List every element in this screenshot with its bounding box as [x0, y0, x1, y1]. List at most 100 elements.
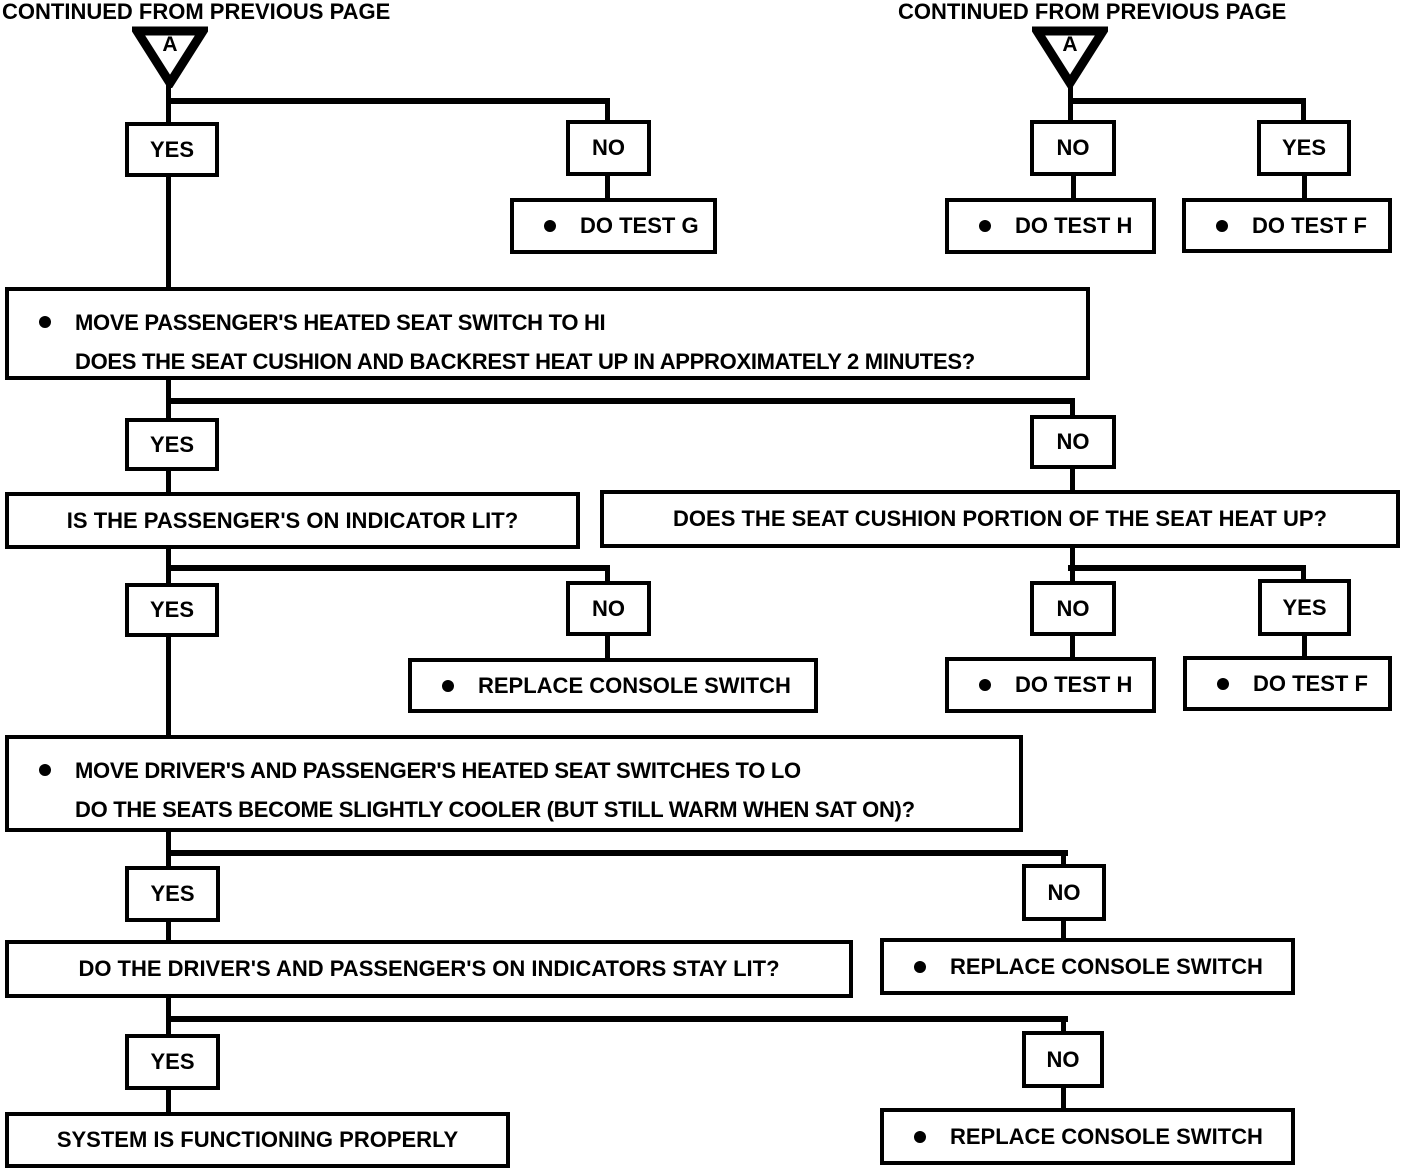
connector-line — [166, 380, 171, 398]
connector-line — [166, 104, 171, 122]
connector-line — [1301, 104, 1306, 120]
connector-line — [605, 636, 610, 658]
connector-line — [1068, 104, 1073, 120]
connector-line — [1068, 565, 1306, 571]
bullet-icon — [914, 960, 926, 973]
branch-no: NO — [1030, 120, 1116, 176]
branch-no: NO — [566, 581, 651, 636]
branch-yes: YES — [1257, 120, 1351, 176]
branch-label: NO — [1046, 1046, 1080, 1072]
branch-label: YES — [150, 881, 195, 906]
connector-line — [166, 398, 1075, 404]
connector-line — [1061, 921, 1066, 938]
step-line: DOES THE SEAT CUSHION AND BACKREST HEAT … — [75, 349, 975, 374]
branch-label: NO — [1056, 135, 1090, 160]
marker-letter-right: A — [1062, 33, 1078, 56]
connector-line — [1070, 469, 1075, 490]
bullet-icon — [544, 220, 556, 232]
connector-line — [166, 404, 171, 418]
outcome-label: DO TEST F — [1253, 670, 1368, 696]
question-seat-cushion-heat: DOES THE SEAT CUSHION PORTION OF THE SEA… — [600, 490, 1400, 548]
branch-no: NO — [1030, 581, 1116, 636]
connector-line — [166, 1090, 171, 1112]
connector-line — [166, 832, 171, 850]
branch-yes: YES — [125, 418, 219, 471]
connector-line — [166, 998, 171, 1016]
question-label: DO THE DRIVER'S AND PASSENGER'S ON INDIC… — [78, 956, 780, 981]
outcome-do-test-h: DO TEST H — [945, 198, 1156, 254]
continuation-label-left: CONTINUED FROM PREVIOUS PAGE — [2, 0, 391, 24]
outcome-replace-console-switch: REPLACE CONSOLE SWITCH — [880, 1108, 1295, 1165]
branch-label: YES — [1281, 135, 1327, 160]
triangle-icon — [1032, 26, 1108, 88]
connector-line — [605, 176, 610, 198]
question-label: DOES THE SEAT CUSHION PORTION OF THE SEA… — [673, 506, 1327, 531]
connector-line — [1061, 1088, 1066, 1108]
continuation-marker-right: A — [1032, 26, 1108, 88]
connector-line — [1068, 98, 1306, 104]
connector-line — [605, 104, 610, 120]
outcome-label: SYSTEM IS FUNCTIONING PROPERLY — [56, 1127, 459, 1152]
connector-line — [166, 78, 171, 104]
continuation-marker-left: A — [132, 26, 208, 88]
bullet-icon — [979, 679, 991, 691]
branch-label: YES — [150, 1049, 195, 1074]
outcome-do-test-f: DO TEST F — [1183, 656, 1392, 711]
connector-line — [166, 549, 171, 565]
branch-yes: YES — [125, 1034, 220, 1090]
connector-line — [166, 571, 171, 583]
connector-line — [1070, 404, 1075, 415]
connector-line — [1302, 636, 1307, 656]
branch-label: NO — [1056, 595, 1090, 621]
outcome-label: DO TEST H — [1015, 213, 1133, 238]
connector-line — [166, 922, 171, 940]
connector-line — [166, 98, 610, 104]
branch-label: YES — [149, 597, 195, 622]
outcome-replace-console-switch: REPLACE CONSOLE SWITCH — [880, 938, 1295, 995]
bullet-icon — [1217, 677, 1229, 690]
step-line: MOVE PASSENGER'S HEATED SEAT SWITCH TO H… — [75, 310, 606, 335]
question-label: IS THE PASSENGER'S ON INDICATOR LIT? — [66, 507, 519, 533]
connector-line — [166, 471, 171, 492]
bullet-icon — [442, 679, 454, 692]
outcome-do-test-h: DO TEST H — [945, 657, 1156, 713]
connector-line — [1070, 548, 1075, 565]
marker-letter-left: A — [162, 33, 178, 56]
connector-line — [1302, 176, 1307, 198]
connector-line — [166, 565, 610, 571]
connector-line — [166, 850, 1068, 856]
branch-no: NO — [566, 120, 651, 176]
outcome-label: REPLACE CONSOLE SWITCH — [950, 953, 1263, 979]
connector-line — [1070, 571, 1075, 581]
connector-line — [1068, 78, 1073, 104]
connector-line — [1071, 176, 1076, 198]
step-move-passenger-hi: MOVE PASSENGER'S HEATED SEAT SWITCH TO H… — [5, 287, 1090, 380]
step-line: DO THE SEATS BECOME SLIGHTLY COOLER (BUT… — [75, 797, 915, 822]
branch-yes: YES — [125, 583, 219, 637]
connector-line — [1061, 1022, 1066, 1031]
outcome-label: REPLACE CONSOLE SWITCH — [950, 1123, 1263, 1149]
outcome-do-test-f: DO TEST F — [1182, 198, 1392, 253]
bullet-icon — [979, 220, 991, 232]
step-line: MOVE DRIVER'S AND PASSENGER'S HEATED SEA… — [75, 758, 801, 783]
connector-line — [166, 856, 171, 866]
connector-line — [605, 571, 610, 581]
bullet-icon — [914, 1130, 926, 1143]
branch-label: YES — [1282, 594, 1327, 620]
branch-yes: YES — [125, 866, 220, 922]
step-move-switches-lo: MOVE DRIVER'S AND PASSENGER'S HEATED SEA… — [5, 735, 1023, 832]
connector-line — [166, 177, 171, 287]
branch-label: NO — [1047, 879, 1081, 905]
branch-no: NO — [1022, 1031, 1104, 1088]
bullet-icon — [39, 764, 51, 776]
question-indicators-stay-lit: DO THE DRIVER'S AND PASSENGER'S ON INDIC… — [5, 940, 853, 998]
branch-label: NO — [592, 595, 625, 621]
branch-label: YES — [149, 136, 195, 162]
outcome-label: DO TEST G — [580, 213, 699, 238]
connector-line — [166, 1016, 1068, 1022]
bullet-icon — [1216, 219, 1228, 232]
outcome-system-ok: SYSTEM IS FUNCTIONING PROPERLY — [5, 1112, 510, 1168]
branch-no: NO — [1030, 415, 1116, 469]
connector-line — [1070, 636, 1075, 657]
continuation-label-right: CONTINUED FROM PREVIOUS PAGE — [898, 0, 1287, 24]
